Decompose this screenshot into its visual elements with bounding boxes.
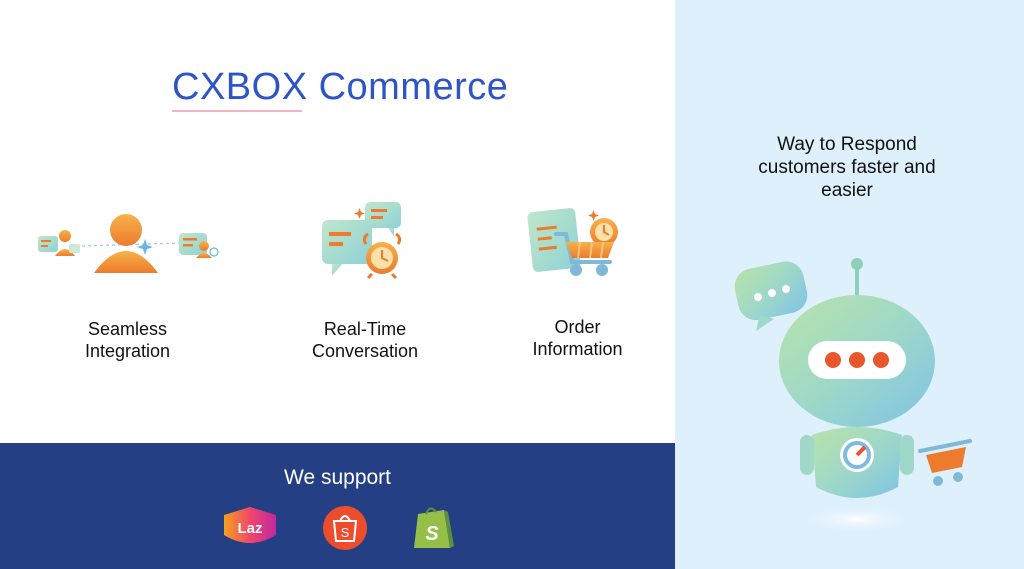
page-title: CXBOX Commerce: [172, 66, 508, 109]
shopee-logo-icon[interactable]: S: [320, 505, 370, 551]
tagline-line: customers faster and: [758, 157, 936, 178]
lazada-logo-icon[interactable]: Laz: [220, 505, 280, 551]
lazada-label: Laz: [237, 520, 262, 537]
cart-clock-icon: [527, 208, 618, 276]
feature-label-order: Order Information: [505, 316, 650, 360]
tagline-line: Way to Respond: [777, 134, 917, 155]
title-suffix: Commerce: [318, 66, 509, 108]
user-connect-icon: [38, 214, 219, 273]
shopify-label: S: [425, 523, 439, 545]
feature-line: Order: [554, 317, 601, 337]
feature-label-seamless: Seamless Integration: [40, 318, 215, 362]
robot-cart-icon: [918, 439, 972, 486]
robot-speech-bubble-icon: [734, 261, 808, 331]
tagline-line: easier: [821, 180, 873, 201]
left-panel: CXBOX Commerce: [0, 66, 675, 569]
feature-line: Integration: [84, 341, 171, 361]
tagline: Way to Respond customers faster and easi…: [718, 133, 976, 202]
title-underline: [172, 110, 302, 112]
feature-line: Real-Time: [323, 319, 407, 339]
robot-mascot-icon: [734, 258, 972, 533]
feature-line: Information: [532, 339, 623, 359]
shopify-logo-icon[interactable]: S: [410, 502, 456, 552]
brand-name: CXBOX: [172, 66, 308, 108]
shopee-label: S: [341, 525, 350, 540]
feature-label-realtime: Real-Time Conversation: [290, 318, 440, 362]
feature-line: Seamless: [87, 319, 168, 339]
chat-clock-icon: [322, 202, 402, 280]
feature-line: Conversation: [311, 341, 419, 361]
support-title: We support: [284, 466, 391, 489]
